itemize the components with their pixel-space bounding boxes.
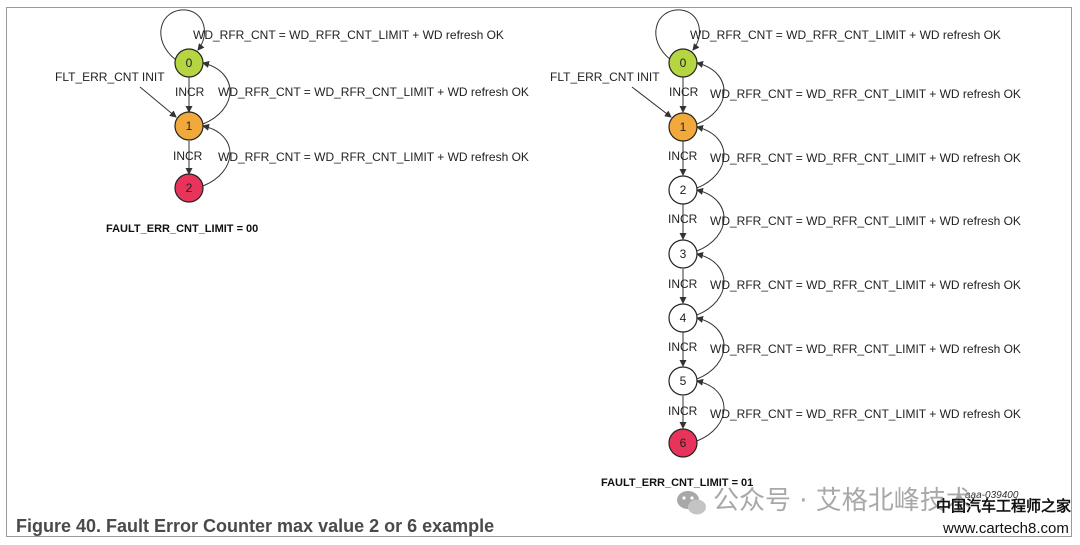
refresh-label-1-0: WD_RFR_CNT = WD_RFR_CNT_LIMIT + WD refre… — [710, 87, 1021, 101]
init-arrow — [631, 86, 672, 118]
refresh-label-3-2: WD_RFR_CNT = WD_RFR_CNT_LIMIT + WD refre… — [710, 214, 1021, 228]
refresh-label-2-1: WD_RFR_CNT = WD_RFR_CNT_LIMIT + WD refre… — [710, 151, 1021, 165]
svg-text:2: 2 — [680, 183, 687, 197]
refresh-edge-1-0 — [202, 61, 231, 125]
svg-text:1: 1 — [680, 120, 687, 134]
incr-label-1-2: INCR — [668, 149, 698, 163]
watermark-url: www.cartech8.com — [942, 520, 1069, 537]
incr-label-5-6: INCR — [668, 404, 698, 418]
figure-caption: Figure 40. Fault Error Counter max value… — [16, 516, 494, 536]
refresh-edge-2-1 — [696, 125, 725, 189]
state-node-2: 2 — [668, 175, 698, 205]
incr-label-4-5: INCR — [668, 340, 698, 354]
state-node-4: 4 — [668, 303, 698, 333]
self-loop-edge — [160, 9, 205, 61]
self-loop-label: WD_RFR_CNT = WD_RFR_CNT_LIMIT + WD refre… — [690, 28, 1001, 42]
state-node-0: 0 — [668, 48, 698, 78]
incr-label-0-1: INCR — [175, 85, 205, 99]
left-diagram: WD_RFR_CNT = WD_RFR_CNT_LIMIT + WD refre… — [55, 9, 529, 235]
svg-text:1: 1 — [186, 119, 193, 133]
state-node-3: 3 — [668, 239, 698, 269]
limit-label: FAULT_ERR_CNT_LIMIT = 00 — [106, 223, 258, 235]
right-diagram: WD_RFR_CNT = WD_RFR_CNT_LIMIT + WD refre… — [550, 9, 1021, 489]
svg-text:2: 2 — [186, 181, 193, 195]
incr-label-1-2: INCR — [173, 149, 203, 163]
refresh-label-1-0: WD_RFR_CNT = WD_RFR_CNT_LIMIT + WD refre… — [218, 85, 529, 99]
refresh-label-5-4: WD_RFR_CNT = WD_RFR_CNT_LIMIT + WD refre… — [710, 342, 1021, 356]
watermark-cn-text: 中国汽车工程师之家 — [936, 497, 1071, 515]
refresh-label-4-3: WD_RFR_CNT = WD_RFR_CNT_LIMIT + WD refre… — [710, 278, 1021, 292]
refresh-edge-1-0 — [696, 61, 725, 125]
refresh-label-6-5: WD_RFR_CNT = WD_RFR_CNT_LIMIT + WD refre… — [710, 407, 1021, 421]
svg-text:4: 4 — [680, 311, 687, 325]
incr-label-3-4: INCR — [668, 277, 698, 291]
init-label: FLT_ERR_CNT INIT — [55, 70, 165, 84]
svg-text:6: 6 — [680, 436, 687, 450]
init-label: FLT_ERR_CNT INIT — [550, 70, 660, 84]
refresh-edge-3-2 — [696, 188, 725, 252]
watermark-text: 公众号 · 艾格北峰技术 — [713, 486, 972, 516]
svg-text:5: 5 — [680, 374, 687, 388]
refresh-edge-4-3 — [696, 252, 725, 316]
self-loop-label: WD_RFR_CNT = WD_RFR_CNT_LIMIT + WD refre… — [193, 28, 504, 42]
incr-label-0-1: INCR — [669, 85, 699, 99]
figure-frame — [6, 7, 1072, 537]
state-node-2: 2 — [174, 173, 204, 203]
state-node-0: 0 — [174, 48, 204, 78]
incr-label-2-3: INCR — [668, 212, 698, 226]
state-node-1: 1 — [174, 111, 204, 141]
refresh-edge-5-4 — [696, 316, 725, 380]
refresh-label-2-1: WD_RFR_CNT = WD_RFR_CNT_LIMIT + WD refre… — [218, 150, 529, 164]
self-loop-edge — [655, 9, 700, 61]
state-node-5: 5 — [668, 366, 698, 396]
state-node-6: 6 — [668, 428, 698, 458]
figure-ref-id: aaa-039400 — [965, 490, 1019, 501]
svg-text:0: 0 — [680, 56, 687, 70]
wechat-icon — [677, 491, 706, 515]
refresh-edge-2-1 — [202, 123, 231, 187]
svg-text:3: 3 — [680, 247, 687, 261]
svg-text:0: 0 — [186, 56, 193, 70]
state-node-1: 1 — [668, 112, 698, 142]
limit-label: FAULT_ERR_CNT_LIMIT = 01 — [601, 477, 753, 489]
refresh-edge-6-5 — [696, 378, 725, 442]
watermark: 公众号 · 艾格北峰技术 中国汽车工程师之家 www.cartech8.com — [677, 486, 1071, 537]
init-arrow — [139, 86, 177, 118]
